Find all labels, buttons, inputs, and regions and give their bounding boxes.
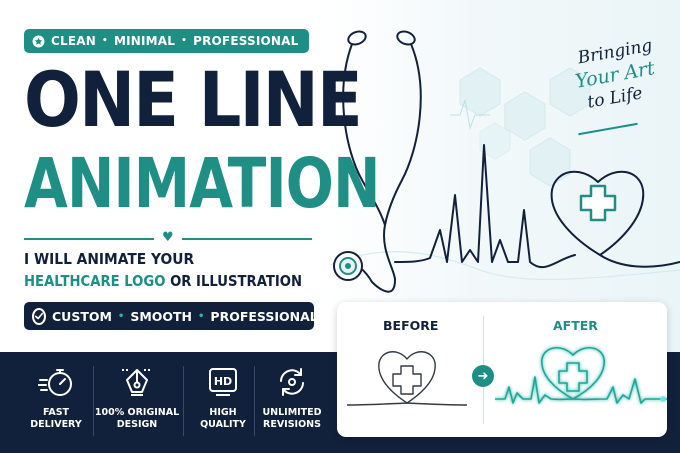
badge-item-professional: PROFESSIONAL [193,34,299,48]
feature-label-1: FAST [42,407,70,418]
subheading-highlight: HEALTHCARE LOGO [24,272,166,290]
feature-high-quality: HD HIGH QUALITY [187,366,259,431]
feature-label-2: QUALITY [200,419,246,430]
feature-label-1: HIGH [209,407,237,418]
feature-original-design: 100% ORIGINAL DESIGN [95,366,179,431]
badge-item-clean: CLEAN [51,34,96,48]
feature-label-2: DELIVERY [30,419,82,430]
headline-line-2: ANIMATION [24,144,380,224]
quality-custom: CUSTOM [52,308,112,324]
refresh-icon [280,368,304,396]
subheading-line-2: HEALTHCARE LOGO OR ILLUSTRATION [24,272,302,290]
hd-icon: HD [209,368,237,396]
subheading-rest: OR ILLUSTRATION [170,272,303,290]
feature-divider [93,366,94,436]
badge-separator: • [181,36,188,46]
check-circle-icon [32,307,46,325]
feature-label-2: REVISIONS [263,419,321,430]
feature-fast-delivery: FAST DELIVERY [20,366,92,431]
quality-smooth: SMOOTH [130,308,193,324]
tagline: Bringing Your Art to Life [560,36,670,136]
before-heart-illustration [347,351,468,406]
before-label: BEFORE [383,318,439,333]
quality-separator: • [198,310,205,322]
qualities-badge: CUSTOM • SMOOTH • PROFESSIONAL [24,302,318,330]
before-after-card: BEFORE AFTER ➜ [337,302,667,437]
badge-item-minimal: MINIMAL [113,34,176,48]
after-label: AFTER [553,318,598,333]
style-badge: CLEAN • MINIMAL • PROFESSIONAL [24,29,309,53]
pen-nib-icon [122,369,152,396]
feature-divider [183,366,184,436]
feature-divider [254,366,255,436]
feature-unlimited-revisions: UNLIMITED REVISIONS [256,366,328,431]
feature-label-2: DESIGN [116,419,158,430]
heart-icon: ♥ [162,230,174,245]
stopwatch-icon [38,369,72,396]
feature-label-1: UNLIMITED [262,407,322,418]
after-heart-illustration [495,347,667,404]
quality-professional: PROFESSIONAL [210,308,318,324]
svg-text:HD: HD [214,375,232,388]
arrow-right-icon: ➜ [472,365,494,387]
badge-separator: • [101,36,108,46]
headline-line-1: ONE LINE [24,55,363,144]
feature-label-1: 100% ORIGINAL [94,407,180,418]
quality-separator: • [117,310,125,322]
heart-divider: ♥ [24,231,312,244]
subheading-line-1: I WILL ANIMATE YOUR [24,250,195,268]
star-icon [32,35,45,47]
